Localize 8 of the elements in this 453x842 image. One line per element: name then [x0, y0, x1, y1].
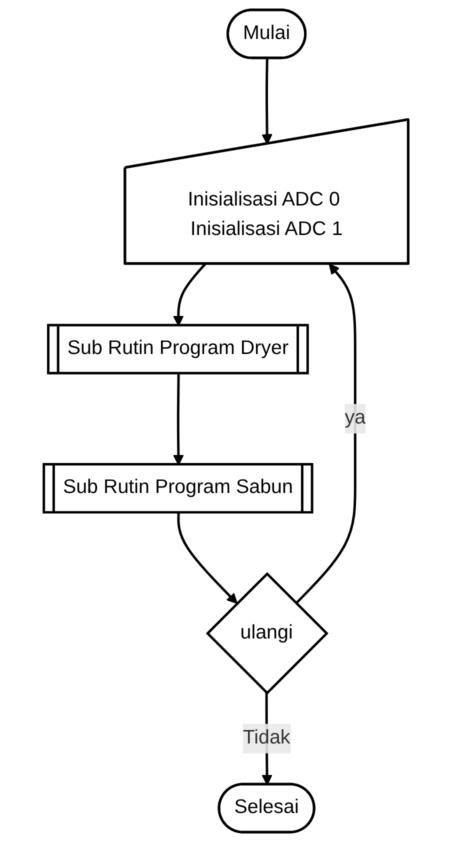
arrow [296, 264, 357, 604]
node-diamond: ulangi [206, 572, 329, 695]
arrow [178, 512, 238, 604]
arrow [262, 58, 273, 145]
edge-label: Tidak [243, 727, 291, 748]
arrow [174, 374, 184, 466]
arrow [173, 263, 206, 326]
edge-label: ya [345, 408, 366, 429]
